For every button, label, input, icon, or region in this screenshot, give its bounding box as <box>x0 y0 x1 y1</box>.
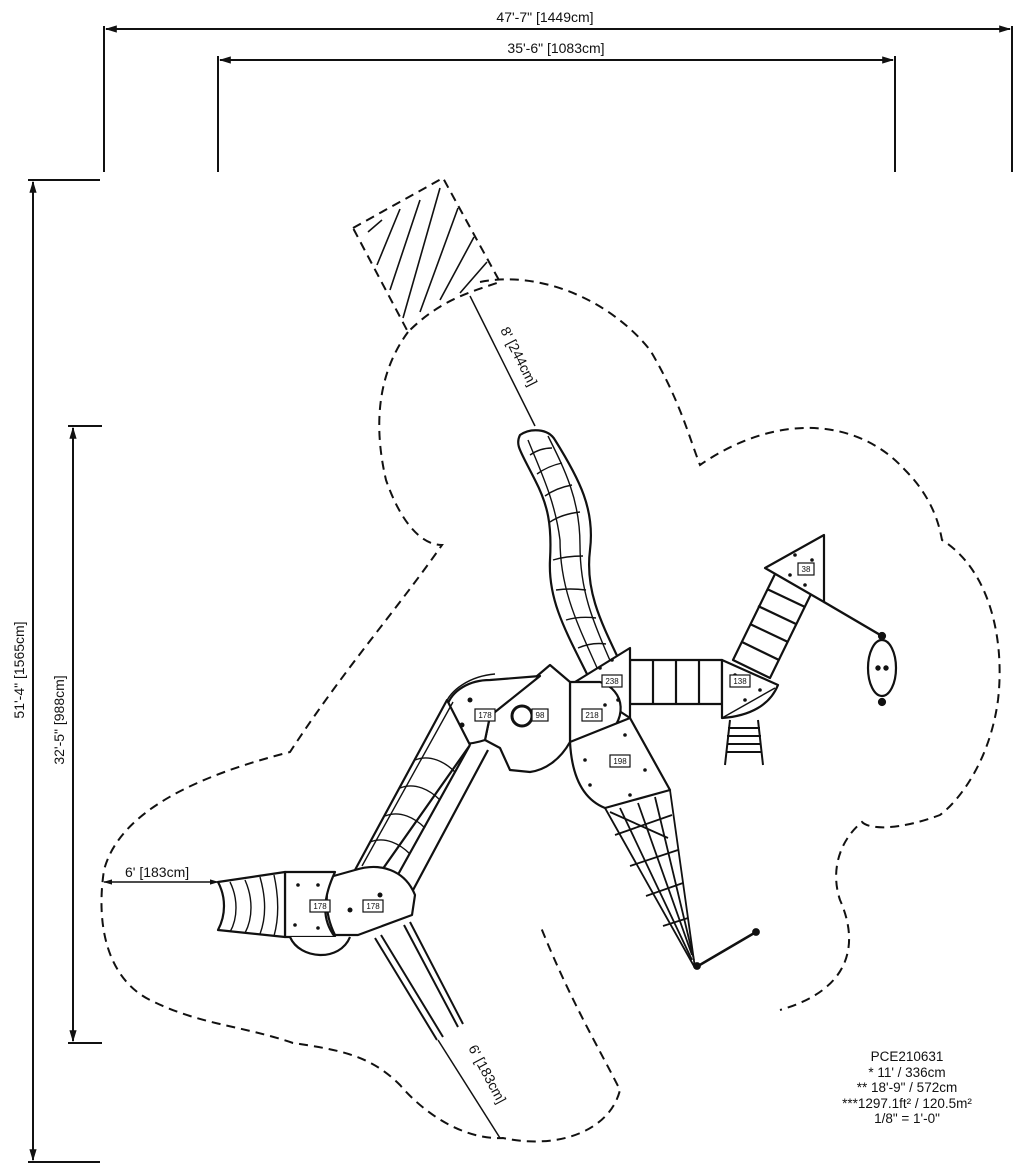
cargo-net-climber <box>604 789 760 970</box>
bridge-walkway <box>628 658 724 706</box>
svg-text:178: 178 <box>313 902 327 911</box>
note-use-zone-length: ** 18'-9" / 572cm <box>856 1080 958 1095</box>
flat-ramp <box>216 870 287 939</box>
deck-label-218: 218 <box>581 708 603 722</box>
use-zone-outline <box>100 331 622 1143</box>
deck-label-138: 138 <box>729 674 751 688</box>
deck-98 <box>483 663 572 774</box>
slide-exit-dimension-line <box>469 295 536 427</box>
svg-text:178: 178 <box>366 902 380 911</box>
svg-text:138: 138 <box>733 677 747 686</box>
long-rails <box>374 921 464 1041</box>
svg-text:178: 178 <box>478 711 492 720</box>
structure-width-label: 35'-6" [1083cm] <box>507 40 604 56</box>
svg-text:198: 198 <box>613 757 627 766</box>
deck-height-labels: 178 178 178 98 218 238 198 138 <box>309 562 815 913</box>
ladder <box>724 719 764 766</box>
svg-text:38: 38 <box>802 565 811 574</box>
overall-depth-label: 51'-4" [1565cm] <box>11 621 27 718</box>
note-fall-height: * 11' / 336cm <box>868 1064 946 1080</box>
dimension-structure-width <box>217 56 896 172</box>
drawing-notes: PCE210631 * 11' / 336cm ** 18'-9" / 572c… <box>822 1049 992 1127</box>
model-number: PCE210631 <box>870 1049 944 1064</box>
deck-label-178-left-a: 178 <box>309 899 331 913</box>
structure-depth-label: 32'-5" [988cm] <box>51 675 67 764</box>
svg-text:98: 98 <box>536 711 545 720</box>
deck-label-38: 38 <box>797 562 815 576</box>
hatched-clearance-zone <box>351 176 502 334</box>
note-scale: 1/8" = 1'-0" <box>874 1111 940 1126</box>
dimension-overall-width <box>103 25 1013 172</box>
deck-label-178-left-b: 178 <box>362 899 384 913</box>
left-clearance-label: 6' [183cm] <box>125 864 189 880</box>
svg-text:218: 218 <box>585 711 599 720</box>
dimension-overall-depth <box>28 179 100 1163</box>
deck-label-98: 98 <box>531 708 549 722</box>
deck-grip-dots <box>293 553 814 930</box>
curved-slide <box>517 429 622 682</box>
hanging-ring-element <box>823 600 898 707</box>
deck-label-178-center: 178 <box>474 708 496 722</box>
overall-width-label: 47'-7" [1449cm] <box>496 9 593 25</box>
bottom-clearance-dimension-line <box>437 1039 501 1139</box>
deck-38 <box>763 533 826 604</box>
deck-label-238: 238 <box>601 674 623 688</box>
dimension-structure-depth <box>68 425 102 1044</box>
note-area: ***1297.1ft² / 120.5m² <box>842 1095 972 1111</box>
slide-exit-clearance-label: 8' [244cm] <box>497 324 540 388</box>
svg-text:238: 238 <box>605 677 619 686</box>
deck-label-198: 198 <box>609 754 631 768</box>
bottom-clearance-label: 6' [183cm] <box>465 1042 509 1106</box>
